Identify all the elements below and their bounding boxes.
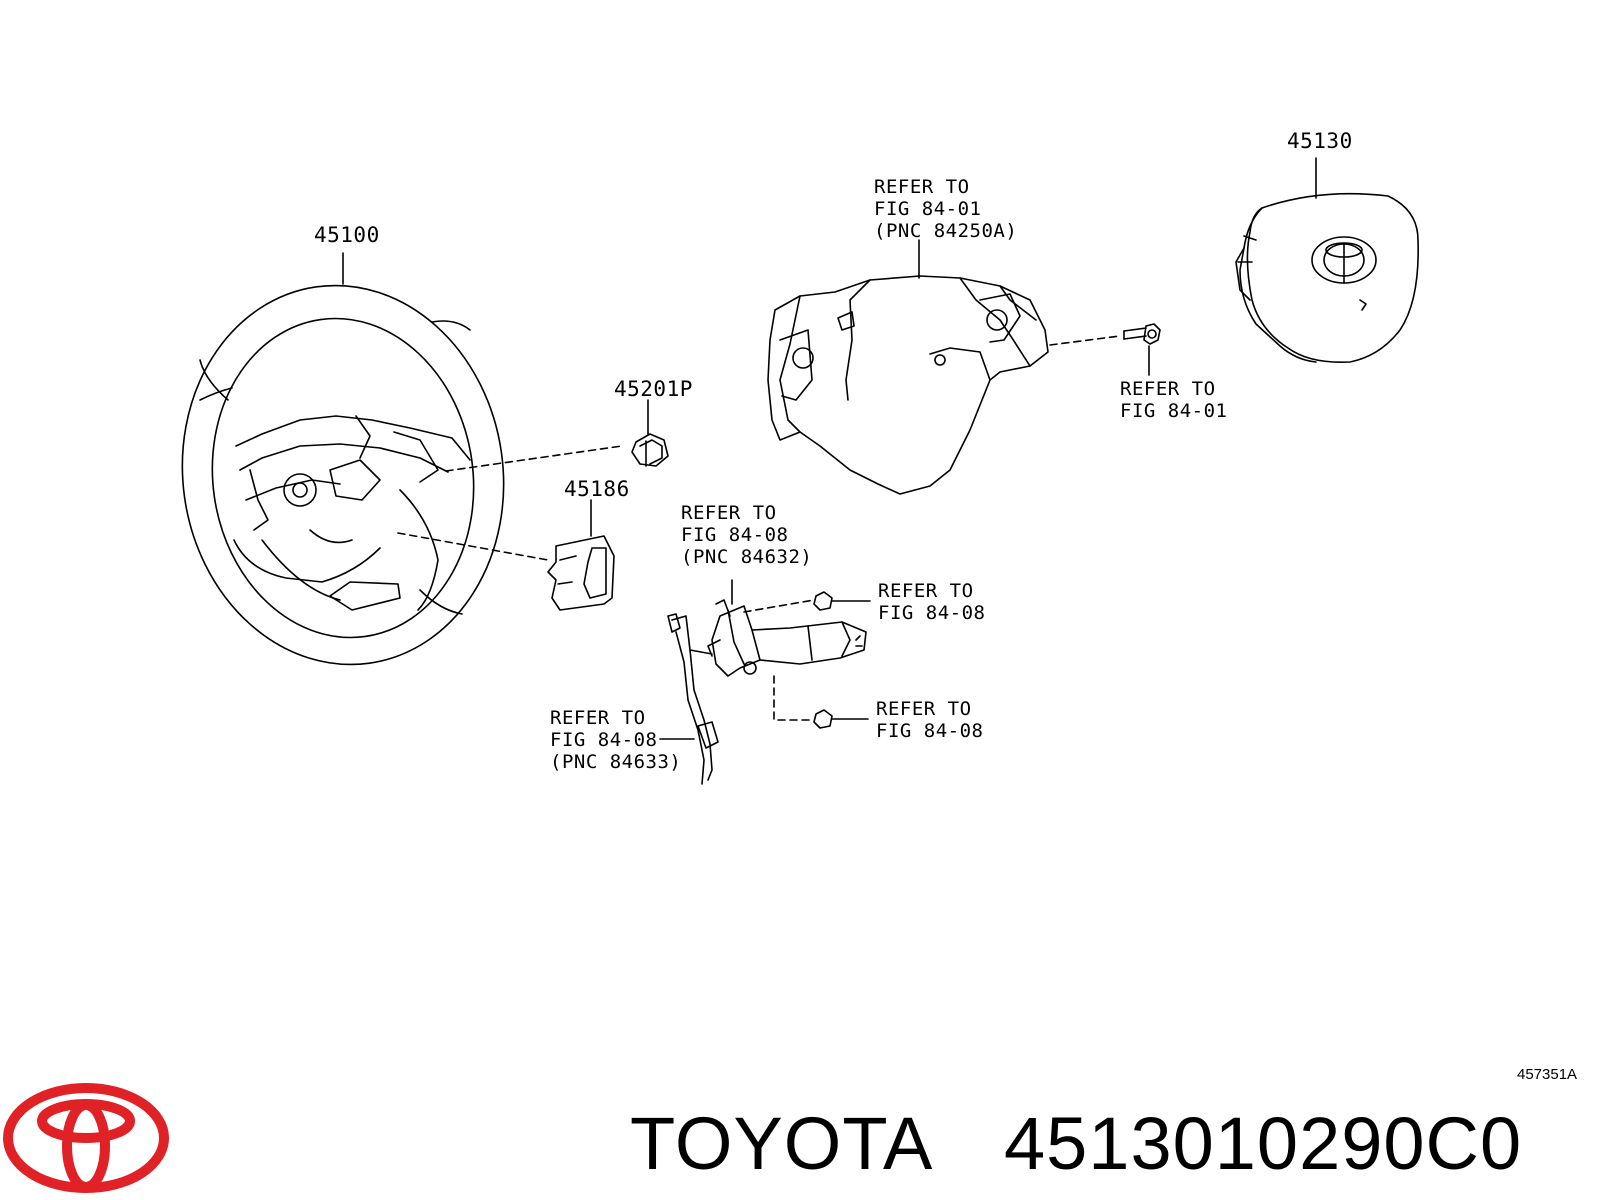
part-label-45130: 45130 xyxy=(1287,129,1353,153)
airbag-drawing xyxy=(1235,192,1419,364)
toyota-logo-icon xyxy=(3,1083,169,1193)
part-label-45201p: 45201P xyxy=(614,377,693,401)
switch-housing-drawing xyxy=(767,275,1049,495)
caption-brand: TOYOTA xyxy=(630,1102,934,1185)
wire-harness-drawing xyxy=(667,613,719,785)
small-screw-upper-drawing xyxy=(813,591,833,611)
screw-drawing xyxy=(1123,323,1161,345)
part-label-45100: 45100 xyxy=(314,223,380,247)
small-screw-lower-drawing xyxy=(813,709,833,729)
reference-note-screw: REFER TO FIG 84-01 xyxy=(1120,378,1228,422)
steering-wheel-drawing xyxy=(181,284,505,666)
diagram-id: 457351A xyxy=(1517,1066,1578,1083)
part-label-45186: 45186 xyxy=(564,477,630,501)
reference-note-wire-harness: REFER TO FIG 84-08 (PNC 84633) xyxy=(550,707,682,773)
caption-part-number: 4513010290C0 xyxy=(1004,1102,1523,1185)
nut-drawing xyxy=(631,433,669,467)
reference-note-screw-upper: REFER TO FIG 84-08 xyxy=(878,580,986,624)
reference-note-clock-spring: REFER TO FIG 84-08 (PNC 84632) xyxy=(681,502,813,568)
reference-note-screw-lower: REFER TO FIG 84-08 xyxy=(876,698,984,742)
cover-drawing xyxy=(547,535,615,611)
clock-spring-drawing xyxy=(707,599,867,677)
reference-note-switch-assy: REFER TO FIG 84-01 (PNC 84250A) xyxy=(874,176,1018,242)
